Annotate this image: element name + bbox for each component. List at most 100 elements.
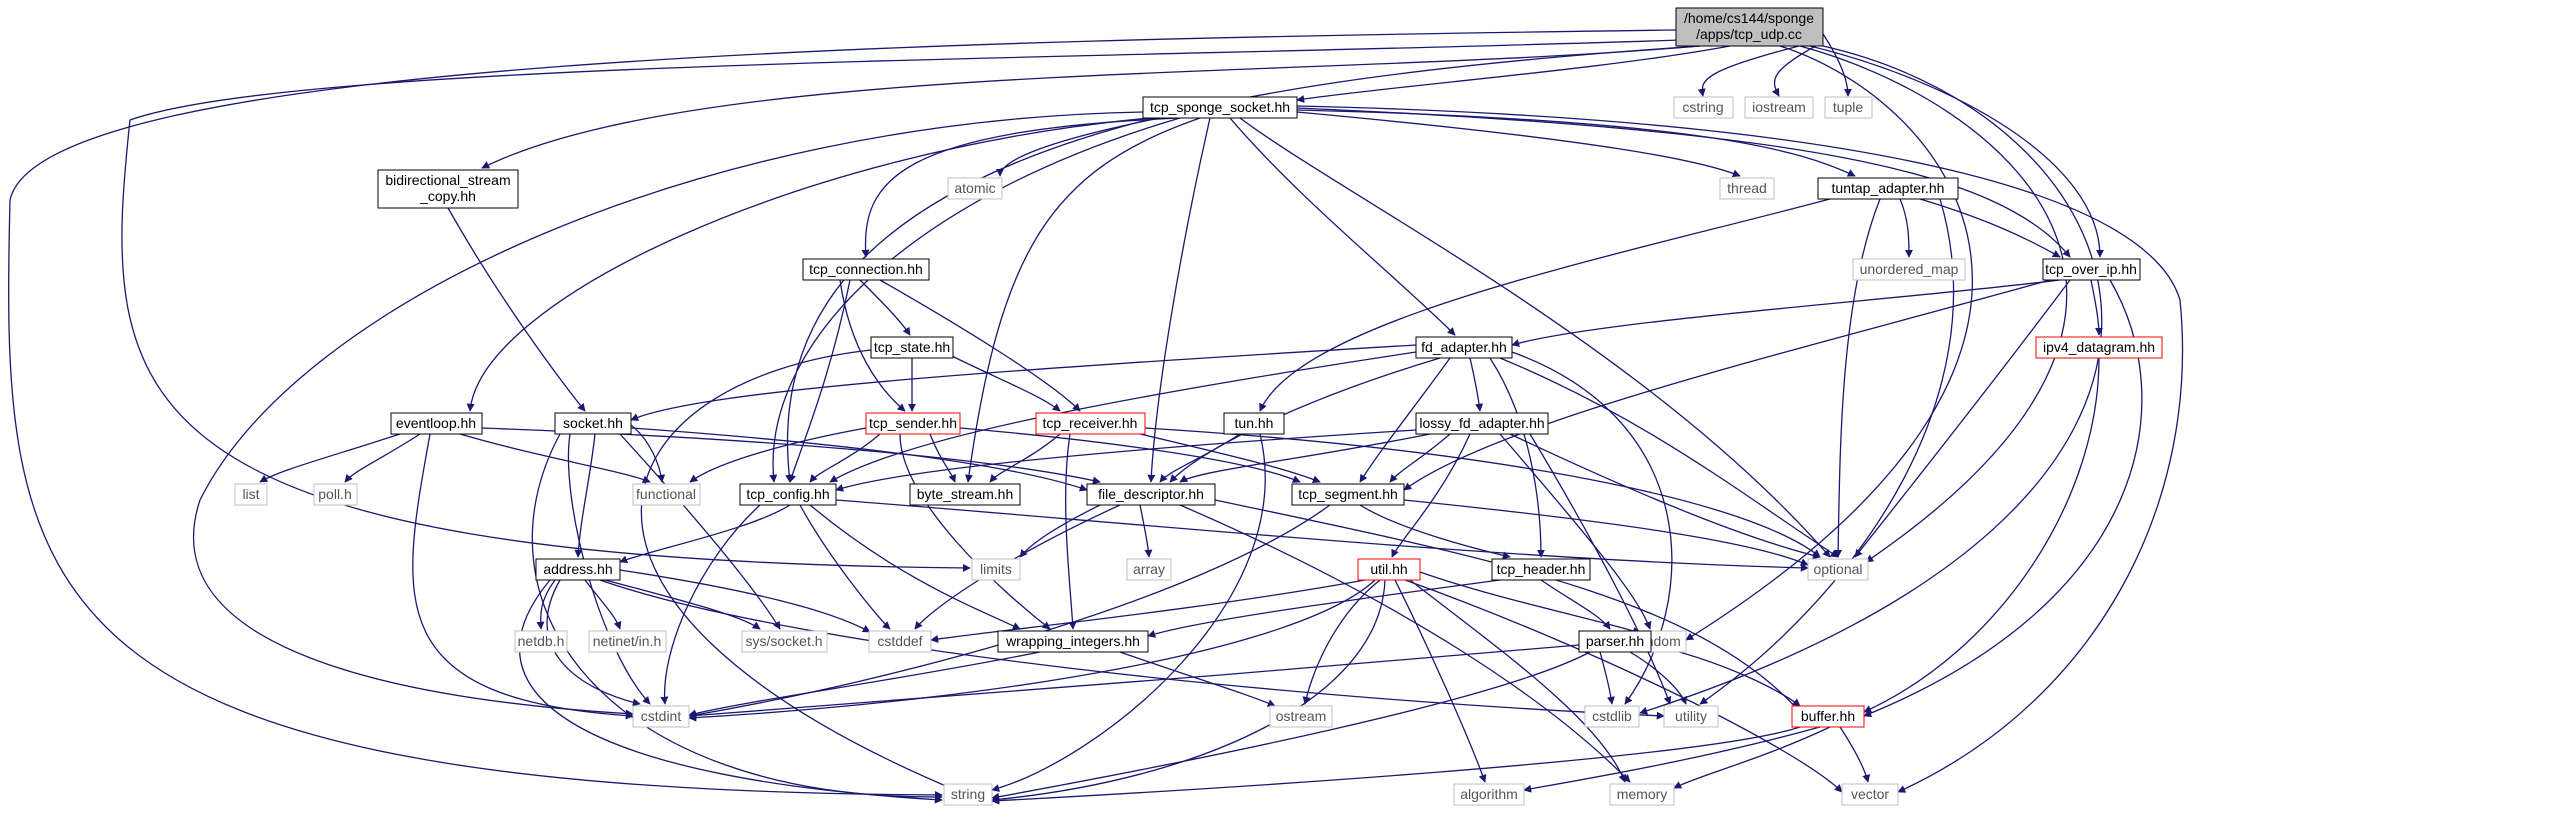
- node-parser[interactable]: parser.hh: [1578, 630, 1652, 653]
- node-poll-h[interactable]: poll.h: [313, 483, 358, 506]
- node-cstring[interactable]: cstring: [1673, 96, 1734, 119]
- node-ostream[interactable]: ostream: [1269, 705, 1333, 728]
- label-tcp-receiver: tcp_receiver.hh: [1043, 415, 1138, 431]
- node-wrapping-integers[interactable]: wrapping_integers.hh: [997, 630, 1149, 653]
- dependency-edge-10: [1771, 41, 1824, 97]
- node-tcp-segment[interactable]: tcp_segment.hh: [1291, 483, 1405, 506]
- label-tun: tun.hh: [1235, 415, 1274, 431]
- node-tcp-over-ip[interactable]: tcp_over_ip.hh: [2042, 258, 2141, 281]
- dependency-edge-76: [835, 429, 1417, 492]
- node-tun[interactable]: tun.hh: [1223, 412, 1285, 435]
- node-array[interactable]: array: [1126, 558, 1172, 581]
- dependency-edge-102: [1302, 579, 1381, 705]
- dependency-edge-106: [1404, 579, 1843, 793]
- node-byte-stream[interactable]: byte_stream.hh: [909, 483, 1021, 506]
- dependency-edges: [7, 29, 2184, 805]
- dependency-edge-32: [879, 279, 1081, 412]
- node-netinet-in-h[interactable]: netinet/in.h: [588, 630, 667, 653]
- node-cstddef[interactable]: cstddef: [868, 630, 932, 653]
- dependency-edge-105: [1394, 579, 1487, 783]
- label-array: array: [1133, 561, 1165, 577]
- node-ipv4-datagram[interactable]: ipv4_datagram.hh: [2035, 336, 2163, 359]
- label-cstdint: cstdint: [641, 708, 682, 724]
- dependency-edge-2: [121, 39, 1681, 572]
- label-iostream: iostream: [1752, 99, 1806, 115]
- label-utility: utility: [1675, 708, 1707, 724]
- dependency-edge-103: [688, 579, 1376, 722]
- dependency-edge-19: [1229, 117, 1456, 336]
- node-tcp-state[interactable]: tcp_state.hh: [870, 336, 954, 359]
- label-tcp-header: tcp_header.hh: [1497, 561, 1586, 577]
- label-netdb-h: netdb.h: [518, 633, 565, 649]
- node-tcp-sponge-socket[interactable]: tcp_sponge_socket.hh: [1142, 96, 1298, 119]
- dependency-edge-25: [447, 207, 586, 412]
- node-eventloop[interactable]: eventloop.hh: [390, 412, 483, 435]
- dependency-edge-85: [809, 504, 1021, 630]
- node-util[interactable]: util.hh: [1357, 558, 1421, 581]
- node-iostream[interactable]: iostream: [1744, 96, 1814, 119]
- dependency-edge-21: [1296, 111, 1741, 178]
- node-sys-socket-h[interactable]: sys/socket.h: [741, 630, 828, 653]
- node-optional[interactable]: optional: [1807, 558, 1869, 581]
- node-thread[interactable]: thread: [1719, 177, 1775, 200]
- node-utility[interactable]: utility: [1663, 705, 1719, 728]
- dependency-edge-64: [929, 433, 956, 483]
- dependency-edge-108: [1409, 579, 1627, 783]
- node-lossy-fd-adapter[interactable]: lossy_fd_adapter.hh: [1415, 412, 1549, 435]
- node-tcp-config[interactable]: tcp_config.hh: [739, 483, 837, 506]
- dependency-edge-81: [619, 504, 791, 564]
- dependency-edge-27: [1899, 198, 1913, 258]
- node-buffer[interactable]: buffer.hh: [1791, 705, 1865, 728]
- node-tcp-sender[interactable]: tcp_sender.hh: [865, 412, 961, 435]
- dependency-edge-33: [788, 279, 851, 483]
- node-list[interactable]: list: [234, 483, 268, 506]
- dependency-edge-114: [688, 644, 1580, 720]
- node-bidirectional-stream-copy[interactable]: bidirectional_stream_copy.hh: [377, 169, 519, 209]
- dependency-edge-116: [688, 651, 1041, 718]
- dependency-edge-97: [619, 569, 871, 633]
- dependency-edge-107: [1419, 571, 1641, 635]
- dependency-edge-110: [1147, 579, 1501, 638]
- node-atomic[interactable]: atomic: [947, 177, 1003, 200]
- node-functional[interactable]: functional: [632, 483, 701, 506]
- node-netdb-h[interactable]: netdb.h: [514, 630, 568, 653]
- label-atomic: atomic: [954, 180, 995, 196]
- node-tuntap-adapter[interactable]: tuntap_adapter.hh: [1817, 177, 1959, 200]
- dependency-edge-11: [1822, 33, 1852, 97]
- dependency-edge-43: [630, 344, 1417, 421]
- node-fd-adapter[interactable]: fd_adapter.hh: [1415, 336, 1513, 359]
- node-tcp-connection[interactable]: tcp_connection.hh: [802, 258, 930, 281]
- node-file-descriptor[interactable]: file_descriptor.hh: [1086, 483, 1216, 506]
- dependency-edge-50: [829, 351, 1417, 483]
- node-cstdint[interactable]: cstdint: [632, 705, 690, 728]
- node-limits[interactable]: limits: [971, 558, 1021, 581]
- node-algorithm[interactable]: algorithm: [1453, 783, 1525, 806]
- node-cstdlib[interactable]: cstdlib: [1584, 705, 1640, 728]
- node-root-tcp-udp[interactable]: /home/cs144/sponge /apps/tcp_udp.cc: [1675, 7, 1824, 47]
- label-eventloop: eventloop.hh: [396, 415, 476, 431]
- node-tcp-receiver[interactable]: tcp_receiver.hh: [1035, 412, 1146, 435]
- dependency-edge-87: [1139, 504, 1153, 558]
- label-unordered-map: unordered_map: [1860, 261, 1959, 277]
- label-poll-h: poll.h: [318, 486, 351, 502]
- node-memory[interactable]: memory: [1609, 783, 1675, 806]
- label-tcp-segment: tcp_segment.hh: [1298, 486, 1398, 502]
- node-unordered-map[interactable]: unordered_map: [1852, 258, 1966, 281]
- node-tcp-header[interactable]: tcp_header.hh: [1491, 558, 1591, 581]
- dependency-edge-80: [1499, 433, 1652, 630]
- dependency-edge-26: [1259, 198, 1831, 412]
- dependency-edge-96: [604, 579, 761, 630]
- node-string[interactable]: string: [943, 783, 993, 806]
- dependency-edge-40: [640, 349, 961, 793]
- node-vector[interactable]: vector: [1841, 783, 1899, 806]
- node-socket[interactable]: socket.hh: [554, 412, 632, 435]
- dependency-edge-73: [991, 433, 1266, 792]
- label-tcp-state: tcp_state.hh: [874, 339, 950, 355]
- label-lossy-fd-adapter: lossy_fd_adapter.hh: [1419, 415, 1544, 431]
- dependency-edge-14: [996, 117, 1161, 177]
- label-tcp-connection: tcp_connection.hh: [809, 261, 923, 277]
- node-address[interactable]: address.hh: [535, 558, 621, 581]
- dependency-edge-113: [1650, 644, 1801, 707]
- node-tuple[interactable]: tuple: [1824, 96, 1873, 119]
- label-file-descriptor: file_descriptor.hh: [1098, 486, 1204, 502]
